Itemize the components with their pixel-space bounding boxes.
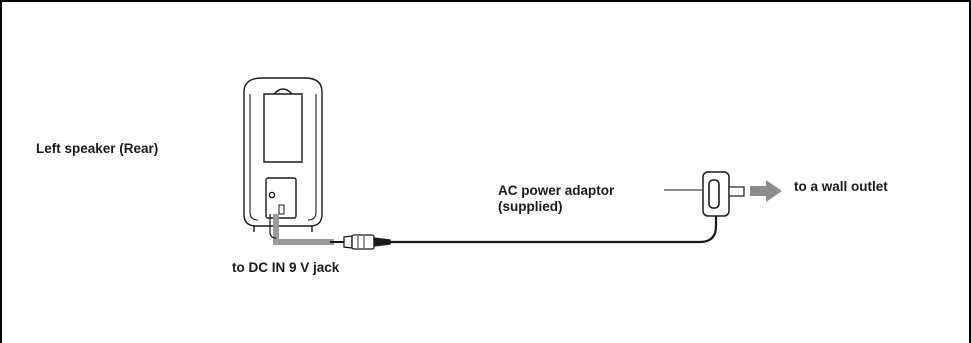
dc-cable (269, 214, 334, 245)
ac-adaptor-icon (702, 171, 745, 217)
adaptor-cable (390, 216, 718, 244)
adaptor-label-line1: AC power adaptor (498, 183, 615, 198)
speaker-label: Left speaker (Rear) (36, 141, 159, 156)
dc-plug-icon (330, 234, 391, 250)
speaker-rear-icon (243, 77, 323, 232)
adaptor-label-line2: (supplied) (498, 199, 563, 214)
dc-jack-label: to DC IN 9 V jack (232, 260, 340, 275)
wall-outlet-label: to a wall outlet (794, 179, 888, 194)
right-arrow-icon (750, 180, 782, 202)
